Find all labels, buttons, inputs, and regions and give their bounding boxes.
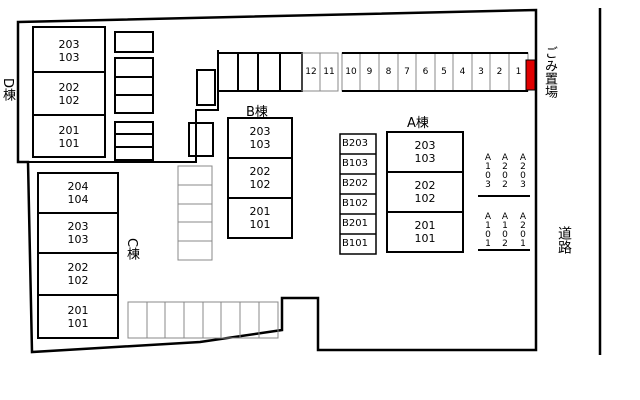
parking-number: 11 (323, 67, 335, 77)
top-parking (217, 52, 303, 92)
a-bike-racks (478, 195, 530, 251)
parking-number: 6 (422, 67, 429, 77)
b-box-label: B201 (342, 218, 368, 229)
b-box-label: B103 (342, 158, 368, 169)
c-side-parking (177, 165, 213, 261)
a-building-label: A棟 (407, 116, 429, 131)
a-bike-label: A102 (500, 212, 510, 248)
b-building-label: B棟 (246, 105, 268, 120)
a-bike-label: A203 (518, 153, 528, 189)
parking-number: 9 (366, 67, 373, 77)
parking-number: 3 (478, 67, 484, 77)
b-box-label: B102 (342, 198, 368, 209)
c-building (37, 172, 119, 339)
b-building (227, 117, 293, 239)
a-bike-label: A103 (483, 153, 493, 189)
parking-number: 2 (496, 67, 503, 77)
b-box-label: B101 (342, 238, 368, 249)
b-storage-boxes (339, 133, 377, 255)
parking-number: 10 (345, 67, 357, 77)
road-label: 道路 (556, 226, 572, 254)
parking-number: 1 (515, 67, 522, 77)
a-bike-label: A201 (518, 212, 528, 248)
b-box-label: B202 (342, 178, 368, 189)
d-storage-boxes (114, 31, 216, 161)
d-building-label: D棟 (0, 78, 15, 102)
parking-number: 4 (459, 67, 466, 77)
parking-number: 8 (385, 67, 392, 77)
c-building-label: C棟 (124, 238, 139, 261)
d-building (32, 26, 106, 158)
garbage-label: ごみ置場 (542, 46, 557, 98)
a-building (386, 131, 464, 253)
parking-number: 12 (305, 67, 317, 77)
a-bike-label: A202 (500, 153, 510, 189)
b-box-label: B203 (342, 138, 368, 149)
garbage-area (525, 59, 536, 91)
a-bike-label: A101 (483, 212, 493, 248)
bottom-parking (127, 301, 279, 339)
parking-number: 7 (404, 67, 410, 77)
parking-number: 5 (441, 67, 447, 77)
